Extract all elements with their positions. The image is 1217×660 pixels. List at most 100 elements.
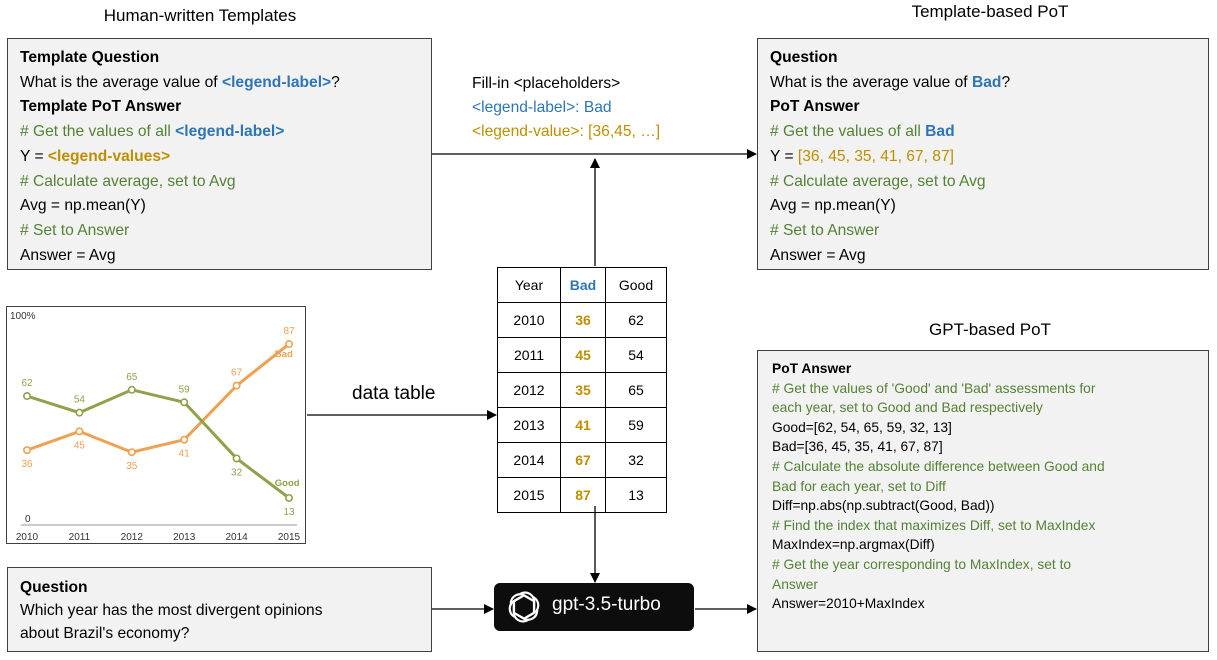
- x-tick-label: 2011: [69, 532, 91, 543]
- pot-comment-3: # Set to Answer: [770, 221, 880, 239]
- template-question-text: What is the average value of <legend-lab…: [20, 71, 431, 96]
- gpt-answer-line: Diff=np.abs(np.subtract(Good, Bad)): [772, 498, 995, 514]
- template-avg-line: Avg = np.mean(Y): [20, 197, 146, 215]
- table-cell: 87: [560, 477, 606, 513]
- question-line-2: about Brazil's economy?: [20, 625, 190, 642]
- table-cell: 2011: [497, 337, 561, 373]
- pot-question-value: Bad: [971, 73, 1002, 91]
- table-cell: 62: [605, 302, 667, 338]
- data-point: [22, 392, 31, 401]
- series-legend-label: Good: [275, 478, 300, 489]
- fill-in-title: Fill-in <placeholders>: [472, 75, 621, 92]
- pot-question-post: ?: [1001, 73, 1011, 91]
- gpt-answer-line: each year, set to Good and Bad respectiv…: [772, 400, 1043, 416]
- data-point: [232, 381, 241, 390]
- table-cell: 36: [560, 302, 606, 338]
- gpt-answer-line: # Find the index that maximizes Diff, se…: [772, 517, 1096, 533]
- fill-in-label-line: <legend-label>: Bad: [472, 99, 612, 116]
- legend-label-placeholder-2: <legend-label>: [175, 123, 285, 141]
- data-label: 35: [126, 461, 138, 472]
- data-point: [232, 454, 241, 463]
- data-point: [22, 446, 31, 455]
- pot-answer-line: Answer = Avg: [770, 246, 866, 264]
- legend-label-placeholder: <legend-label>: [221, 73, 332, 91]
- series-legend-label: Bad: [275, 349, 293, 360]
- openai-logo-icon: [508, 591, 540, 623]
- table-cell: 67: [560, 442, 606, 478]
- x-tick-label: 2015: [278, 532, 301, 543]
- data-label: 65: [126, 372, 138, 383]
- data-point: [284, 340, 293, 349]
- question-line-1: Which year has the most divergent opinio…: [20, 602, 323, 619]
- pot-avg-line: Avg = np.mean(Y): [770, 197, 896, 215]
- template-comment-1: # Get the values of all <legend-label>: [20, 120, 431, 145]
- table-cell: 32: [605, 442, 667, 478]
- data-point: [180, 435, 189, 444]
- x-tick-label: 2013: [173, 532, 196, 543]
- gpt-model-block: gpt-3.5-turbo: [494, 583, 694, 631]
- pot-question-pre: What is the average value of: [770, 73, 972, 91]
- gpt-answer-line: MaxIndex=np.argmax(Diff): [772, 537, 935, 553]
- x-tick-label: 2014: [225, 532, 248, 543]
- template-pot-heading: Template-based PoT: [911, 2, 1069, 21]
- data-label: 36: [21, 459, 33, 470]
- x-tick-label: 2010: [16, 532, 39, 543]
- data-label: 67: [231, 368, 243, 379]
- data-point: [75, 408, 84, 417]
- data-table-label: data table: [352, 383, 436, 404]
- gpt-answer-line: Bad=[36, 45, 35, 41, 67, 87]: [772, 439, 943, 455]
- table-cell: 2010: [497, 302, 561, 338]
- human-templates-heading: Human-written Templates: [103, 6, 297, 25]
- gpt-answer-line: Bad for each year, set to Diff: [772, 478, 946, 494]
- template-comment-2: # Calculate average, set to Avg: [20, 172, 236, 190]
- table-header-cell: Bad: [560, 267, 606, 303]
- data-label: 45: [74, 440, 86, 451]
- gpt-answer-label: PoT Answer: [772, 361, 852, 376]
- pot-question-label: Question: [770, 49, 838, 66]
- template-question-post: ?: [331, 73, 340, 91]
- data-label: 41: [179, 449, 191, 460]
- table-cell: 65: [605, 372, 667, 408]
- gpt-pot-box: PoT Answer # Get the values of 'Good' an…: [757, 350, 1209, 652]
- gpt-answer-line: Answer=2010+MaxIndex: [772, 596, 925, 612]
- data-point: [127, 385, 136, 394]
- gpt-answer-line: # Get the values of 'Good' and 'Bad' ass…: [772, 380, 1096, 396]
- table-cell: 41: [560, 407, 606, 443]
- pot-comment-2: # Calculate average, set to Avg: [770, 172, 986, 190]
- table-cell: 2014: [497, 442, 561, 478]
- data-label: 87: [283, 326, 295, 337]
- question-box: Question Which year has the most diverge…: [7, 567, 432, 652]
- template-pot-box: Question What is the average value of Ba…: [757, 38, 1209, 270]
- template-question-pre: What is the average value of: [20, 73, 222, 91]
- table-cell: 59: [605, 407, 667, 443]
- data-point: [75, 427, 84, 436]
- template-comment-1-text: # Get the values of all: [20, 123, 176, 141]
- template-box: Template Question What is the average va…: [7, 38, 432, 270]
- table-cell: 2013: [497, 407, 561, 443]
- data-label: 32: [231, 467, 243, 478]
- gpt-answer-line: Good=[62, 54, 65, 59, 32, 13]: [772, 419, 952, 435]
- pot-answer-label: PoT Answer: [770, 98, 860, 116]
- data-label: 13: [283, 507, 295, 518]
- table-header-cell: Good: [605, 267, 667, 303]
- pot-comment-1: # Get the values of all Bad: [770, 120, 1208, 145]
- fill-in-block: Fill-in <placeholders> <legend-label>: B…: [472, 72, 660, 144]
- template-answer-line: Answer = Avg: [20, 246, 116, 264]
- table-cell: 35: [560, 372, 606, 408]
- gpt-answer-line: Answer: [772, 576, 819, 592]
- data-point: [284, 493, 293, 502]
- gpt-pot-heading: GPT-based PoT: [929, 320, 1051, 339]
- table-cell: 54: [605, 337, 667, 373]
- gpt-answer-line: # Calculate the absolute difference betw…: [772, 458, 1105, 474]
- table-cell: 2015: [497, 477, 561, 513]
- template-question-label: Template Question: [20, 49, 160, 66]
- template-y-line: Y = <legend-values>: [20, 145, 431, 170]
- y-tick-label: 0: [25, 514, 31, 525]
